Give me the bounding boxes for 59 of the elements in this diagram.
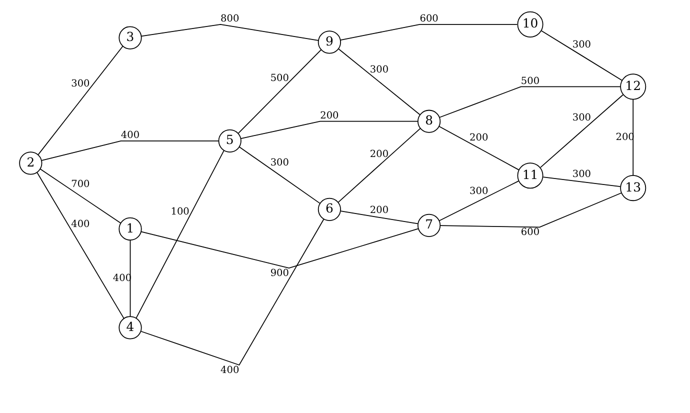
node-circle: 8: [417, 110, 440, 133]
connector: [438, 126, 519, 170]
edge-label: 200: [369, 204, 388, 216]
edge-label: 700: [70, 178, 90, 190]
connector: [340, 24, 518, 40]
node-circle: 3: [118, 26, 142, 50]
connector: [140, 218, 324, 366]
connector: [438, 180, 518, 222]
connector: [140, 24, 318, 41]
node-circle: 5: [218, 129, 241, 152]
edge-label: 800: [220, 14, 239, 25]
connector: [438, 86, 620, 118]
edge-label: 300: [469, 186, 488, 198]
edge-label: 300: [572, 112, 591, 124]
node-circle: 12: [620, 74, 646, 100]
node-circle: 9: [317, 30, 341, 54]
node-circle: 1: [118, 217, 142, 241]
connector: [135, 150, 224, 319]
node-circle: 11: [516, 162, 543, 189]
connector: [40, 140, 219, 161]
connector: [39, 168, 121, 224]
edge-label: 200: [369, 148, 388, 160]
node-circle: 10: [516, 11, 543, 38]
connector: [129, 240, 130, 317]
connector: [540, 94, 623, 168]
edge-label: 500: [270, 73, 288, 84]
edge-label: 400: [120, 130, 140, 142]
edge-label: 200: [469, 132, 488, 144]
connector: [440, 192, 622, 228]
edge-label: 900: [270, 268, 288, 279]
connector: [36, 172, 124, 319]
node-circle: 6: [317, 198, 341, 221]
node-circle: 7: [417, 214, 440, 237]
edge-label: 300: [369, 64, 388, 76]
edge-label: 500: [520, 76, 540, 87]
edge-label: 600: [520, 227, 540, 238]
connector: [140, 228, 418, 269]
connector: [542, 176, 620, 188]
edge-label: 300: [270, 158, 288, 169]
connector: [237, 49, 322, 134]
connector: [338, 48, 420, 116]
edge-label: 100: [170, 206, 189, 218]
edge-label: 600: [419, 14, 438, 25]
connector: [340, 210, 418, 224]
connector: [337, 128, 420, 203]
node-circle: 13: [620, 175, 646, 202]
edge-label: 300: [70, 78, 90, 90]
node-circle: 2: [18, 152, 42, 175]
edge-label: 400: [70, 219, 90, 230]
edge-label: 400: [220, 364, 239, 376]
edge-label: 300: [572, 169, 591, 180]
connector: [240, 120, 418, 139]
connector: [238, 146, 320, 204]
edge-label: 200: [320, 110, 338, 122]
connector: [540, 30, 622, 81]
node-circle: 4: [118, 316, 142, 340]
connector: [632, 98, 634, 176]
connector: [37, 46, 123, 155]
edge-label: 300: [572, 39, 591, 50]
